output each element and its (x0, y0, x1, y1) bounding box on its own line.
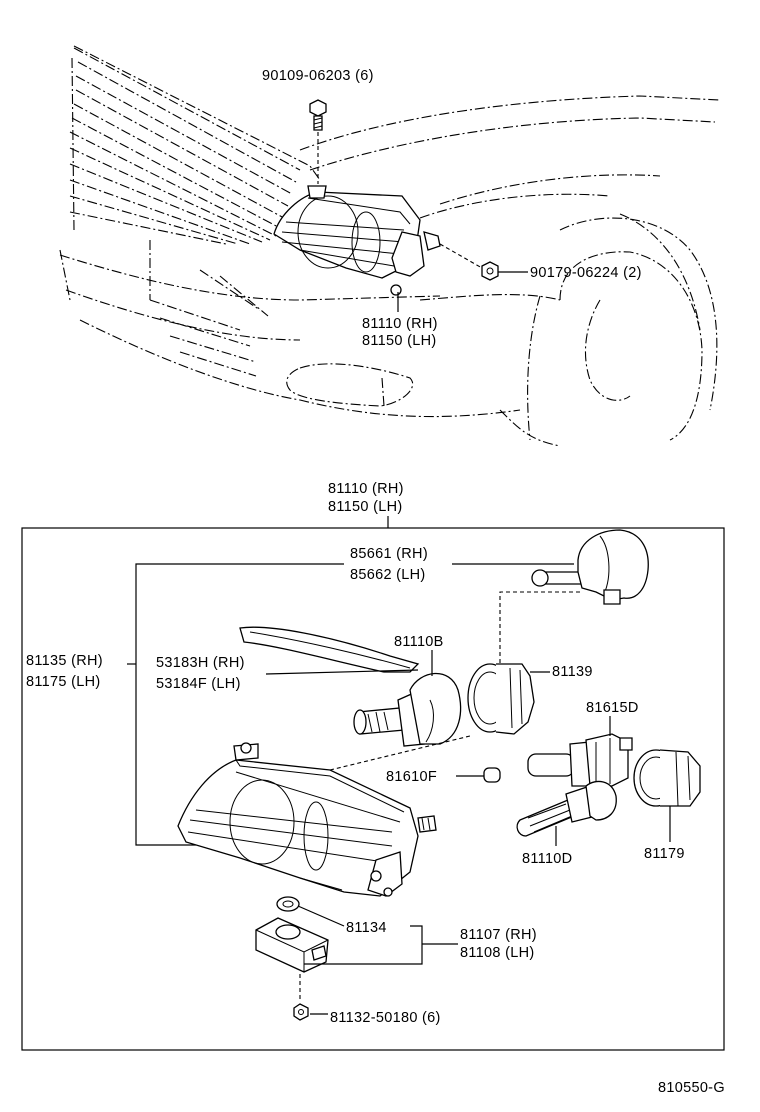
label-nut-90179: 90179-06224 (2) (530, 265, 642, 281)
fender-wheel (499, 213, 718, 447)
label-ballast-81107-rh: 81107 (RH) (460, 927, 537, 943)
label-top-assy-rh: 81110 (RH) (362, 316, 438, 332)
leader-ballast (304, 925, 458, 965)
label-socket-81139: 81139 (552, 664, 593, 680)
label-housing-81135-rh: 81135 (RH) (26, 653, 103, 669)
socket-81139 (467, 663, 535, 735)
label-bulb-81610f: 81610F (386, 769, 437, 785)
bulb-81110d (516, 780, 617, 837)
vehicle-headlamp (273, 185, 441, 296)
label-molding-53183h-rh: 53183H (RH) (156, 655, 245, 671)
label-bulb-85661-rh: 85661 (RH) (350, 546, 428, 562)
label-bulb-81110b: 81110B (394, 634, 444, 650)
vehicle-front-illustration (59, 45, 721, 447)
label-part-81134: 81134 (346, 920, 387, 936)
label-housing-81175-lh: 81175 (LH) (26, 674, 100, 690)
label-box-assy-lh: 81150 (LH) (328, 499, 402, 515)
headlamp-housing (177, 735, 471, 897)
part-81134 (276, 896, 300, 912)
label-top-assy-lh: 81150 (LH) (362, 333, 436, 349)
label-box-assy-rh: 81110 (RH) (328, 481, 404, 497)
leader-81134 (297, 905, 345, 927)
grille-lines (69, 45, 321, 245)
hood-lines (59, 95, 721, 418)
bulb-81110b (353, 672, 462, 747)
nut-81132 (293, 974, 309, 1021)
label-bulb-81110d: 81110D (522, 851, 572, 867)
bracket-housing (135, 563, 344, 846)
bulb-81610f (483, 767, 501, 783)
leader-molding (265, 669, 419, 675)
label-bulb-85662-lh: 85662 (LH) (350, 567, 426, 583)
label-socket-81179: 81179 (644, 846, 685, 862)
label-nut-81132: 81132-50180 (6) (330, 1010, 441, 1026)
bulb-85661 (531, 529, 649, 605)
parts-box (21, 527, 725, 1051)
bolt-90109 (309, 99, 327, 184)
bulb-81615d (527, 733, 633, 787)
socket-81179 (633, 749, 701, 807)
ballast-81107 (255, 917, 329, 973)
label-bolt-90109: 90109-06203 (6) (262, 68, 374, 84)
nut-90179 (439, 243, 499, 281)
fog-lamp-outline (286, 363, 413, 407)
molding-53183h (239, 626, 420, 673)
label-bulb-81615d: 81615D (586, 700, 639, 716)
label-ballast-81108-lh: 81108 (LH) (460, 945, 534, 961)
dotted-85661 (499, 591, 580, 664)
label-molding-53184f-lh: 53184F (LH) (156, 676, 241, 692)
figure-code: 810550-G (658, 1080, 725, 1096)
